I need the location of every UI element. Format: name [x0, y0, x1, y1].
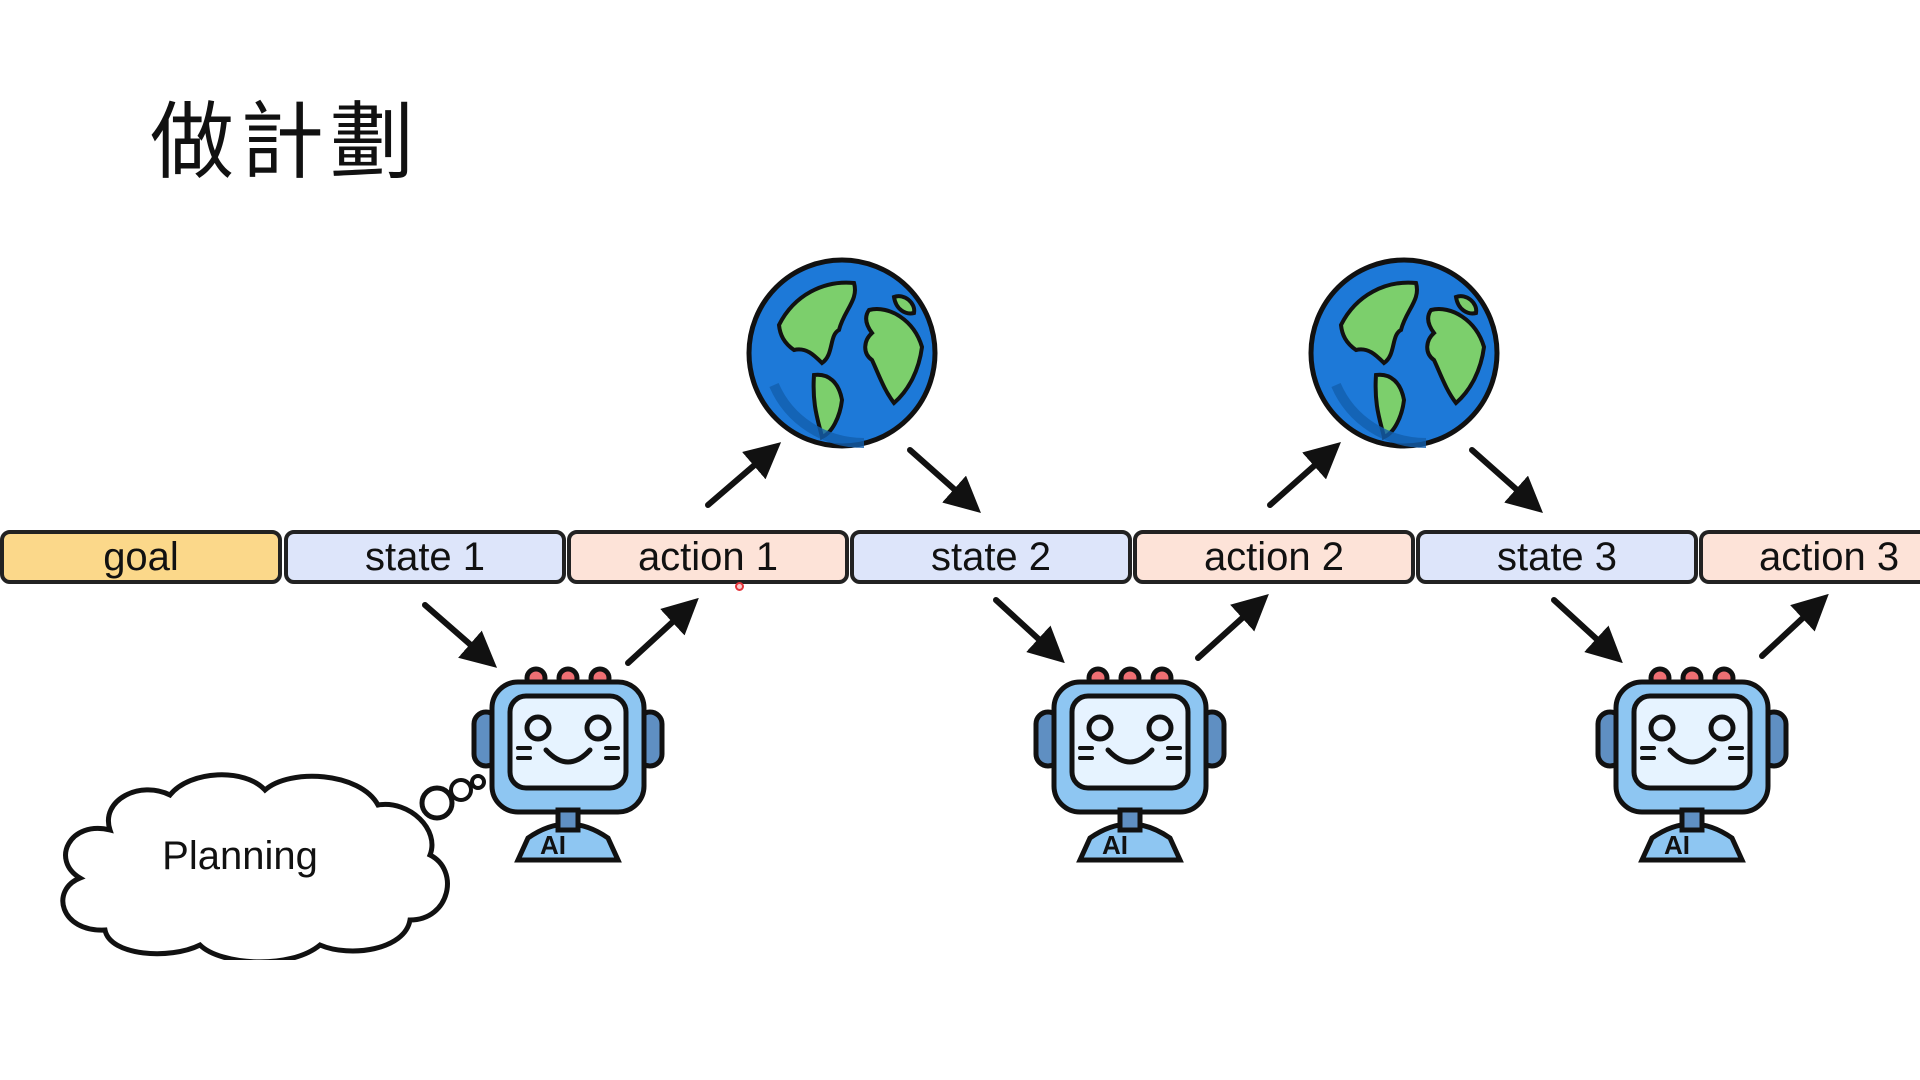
- slide-title: 做計劃: [150, 93, 421, 191]
- arrow-icon: [1759, 593, 1829, 659]
- arrow-icon: [1195, 593, 1269, 661]
- robot-icon: AI: [471, 666, 665, 863]
- timeline-state-1: state 1: [284, 530, 566, 584]
- timeline-state-2: state 2: [850, 530, 1132, 584]
- robot-badge: AI: [540, 830, 566, 860]
- arrow-icon: [907, 447, 981, 513]
- timeline-state-3: state 3: [1416, 530, 1698, 584]
- timeline-action-2: action 2: [1133, 530, 1415, 584]
- timeline-action-3: action 3: [1699, 530, 1920, 584]
- arrow-icon: [705, 442, 782, 508]
- earth-icon: [746, 257, 938, 449]
- robot-badge: AI: [1664, 830, 1690, 860]
- robot-badge: AI: [1102, 830, 1128, 860]
- timeline-action-1: action 1: [567, 530, 849, 584]
- timeline-goal: goal: [0, 530, 282, 584]
- arrow-icon: [1551, 597, 1623, 664]
- thought-label: Planning: [162, 834, 318, 878]
- thought-cloud-icon: [60, 772, 486, 960]
- earth-icon: [1308, 257, 1500, 449]
- robot-icon: AI: [1595, 666, 1789, 863]
- arrow-icon: [422, 602, 498, 668]
- robot-icon: AI: [1033, 666, 1227, 863]
- arrow-icon: [1267, 442, 1341, 508]
- arrow-icon: [625, 597, 699, 666]
- pointer-indicator: [735, 582, 744, 591]
- arrow-icon: [993, 597, 1065, 664]
- arrow-icon: [1469, 447, 1543, 513]
